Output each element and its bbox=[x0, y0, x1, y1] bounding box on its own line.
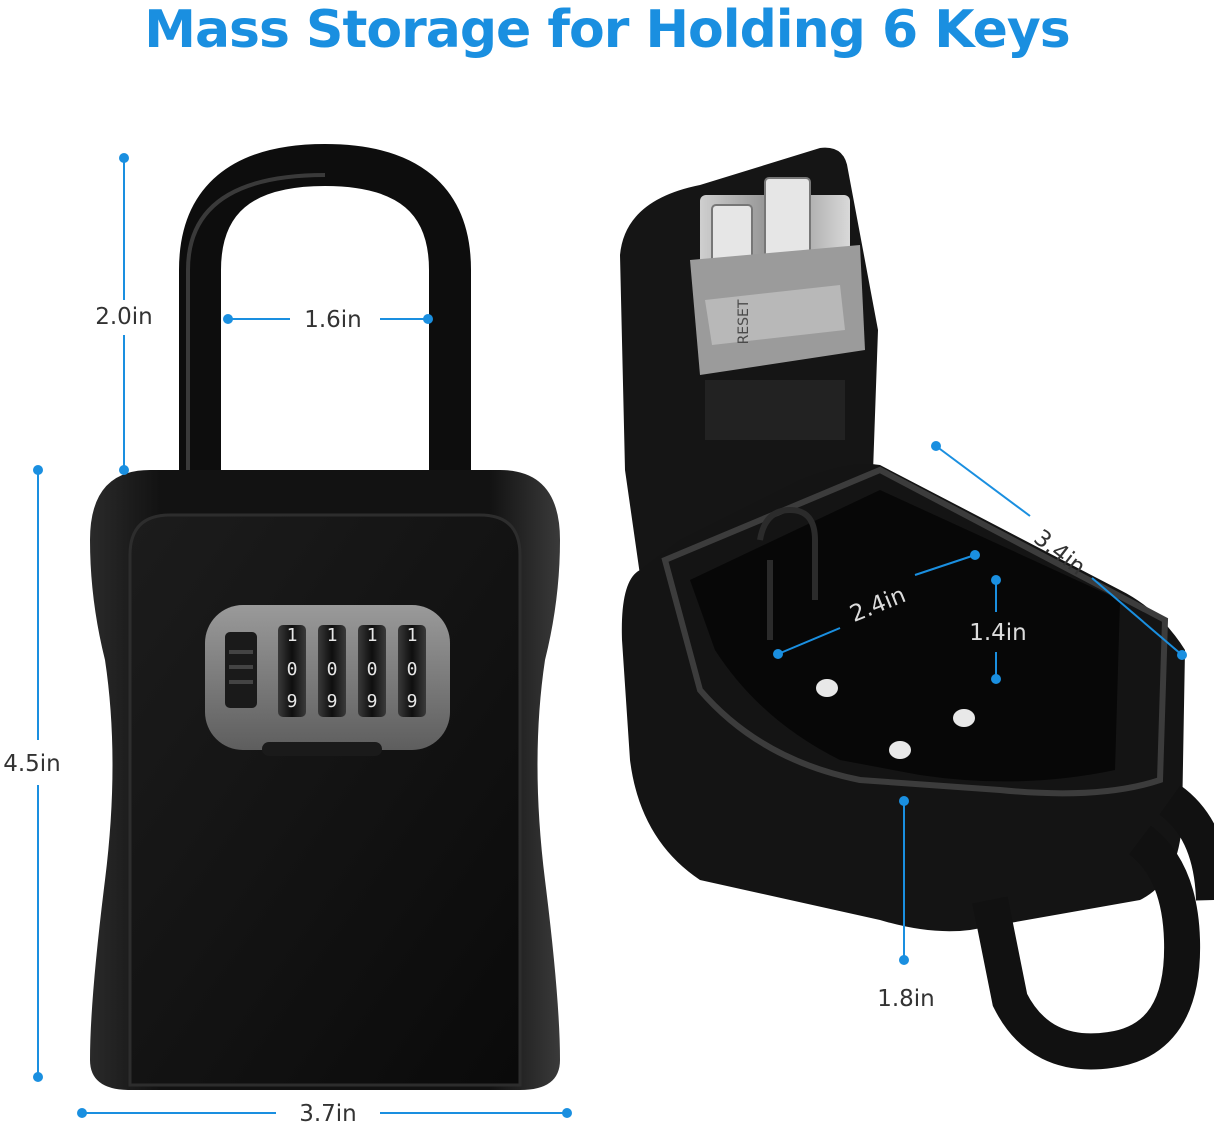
label-shackle-height: 2.0in bbox=[95, 304, 153, 330]
combination-dial: 1 0 9 bbox=[358, 625, 386, 717]
combination-dial: 1 0 9 bbox=[278, 625, 306, 717]
interior-cavity bbox=[690, 490, 1120, 782]
dial-digit-bottom: 9 bbox=[407, 691, 418, 712]
dial-digit-bottom: 9 bbox=[287, 691, 298, 712]
dial-digit-bottom: 9 bbox=[327, 691, 338, 712]
shackle bbox=[179, 143, 471, 470]
open-lock-box: RESET bbox=[620, 147, 1214, 1070]
dial-digit-current: 0 bbox=[367, 659, 378, 680]
dimension-shackle-width: 1.6in bbox=[223, 307, 433, 333]
dimension-inner-depth: 1.4in bbox=[969, 575, 1027, 684]
combination-dial: 1 0 9 bbox=[398, 625, 426, 717]
lock-cover bbox=[128, 513, 522, 1087]
closed-lock-box: 1 0 9 1 0 9 1 0 9 1 0 9 bbox=[90, 143, 560, 1090]
shackle-bottom bbox=[972, 825, 1201, 1070]
label-body-height: 4.5in bbox=[3, 751, 61, 777]
reset-label: RESET bbox=[736, 299, 752, 344]
label-bottom-height: 1.8in bbox=[877, 986, 935, 1012]
label-body-width: 3.7in bbox=[299, 1101, 357, 1125]
dimension-shackle-height: 2.0in bbox=[95, 153, 153, 475]
dial-digit-top: 1 bbox=[287, 625, 298, 646]
dial-digit-bottom: 9 bbox=[367, 691, 378, 712]
label-shackle-width: 1.6in bbox=[304, 307, 362, 333]
release-button bbox=[225, 632, 257, 708]
dial-digit-top: 1 bbox=[367, 625, 378, 646]
dial-digit-top: 1 bbox=[407, 625, 418, 646]
dial-digit-current: 0 bbox=[407, 659, 418, 680]
dial-digit-current: 0 bbox=[287, 659, 298, 680]
combination-dial: 1 0 9 bbox=[318, 625, 346, 717]
dial-digit-top: 1 bbox=[327, 625, 338, 646]
dimension-bottom-height: 1.8in bbox=[877, 796, 935, 1012]
lock-mechanism: RESET bbox=[690, 177, 865, 440]
label-inner-depth: 1.4in bbox=[969, 620, 1027, 646]
dial-digit-current: 0 bbox=[327, 659, 338, 680]
dimension-body-height: 4.5in bbox=[3, 465, 61, 1082]
page-title: Mass Storage for Holding 6 Keys bbox=[144, 0, 1071, 60]
dimension-body-width: 3.7in bbox=[77, 1101, 572, 1125]
